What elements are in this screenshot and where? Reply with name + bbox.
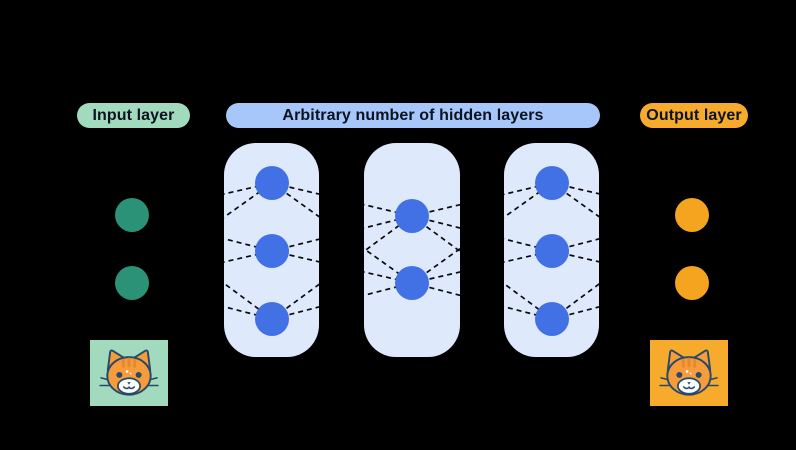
cat-face-icon: [99, 349, 159, 396]
hidden-node: [395, 199, 429, 233]
output-node: [675, 266, 709, 300]
connection-line: [411, 182, 553, 217]
connection-line: [224, 214, 273, 252]
hidden-node: [535, 302, 569, 336]
hidden-layer-block: [364, 143, 460, 357]
hidden-node: [395, 266, 429, 300]
output-layer-label: Output layer: [640, 103, 748, 128]
connection-line: [551, 182, 599, 284]
output-node: [675, 198, 709, 232]
hidden-node: [255, 302, 289, 336]
connection-line: [224, 182, 273, 216]
connection-line: [224, 214, 273, 320]
connection-line: [271, 182, 413, 284]
connection-line: [411, 215, 553, 320]
hidden-node: [255, 166, 289, 200]
connection-line: [224, 282, 273, 320]
connection-line: [271, 250, 413, 284]
connection-line: [551, 214, 599, 320]
connection-line: [411, 250, 553, 284]
output-cat-image: [650, 340, 728, 406]
input-cat-image: [90, 340, 168, 406]
cat-face-icon: [659, 349, 719, 396]
connection-line: [271, 182, 413, 217]
hidden-node: [255, 234, 289, 268]
connection-line: [411, 182, 553, 284]
input-node: [115, 266, 149, 300]
hidden-layers-label: Arbitrary number of hidden layers: [226, 103, 600, 128]
connection-line: [271, 215, 413, 320]
hidden-node: [535, 166, 569, 200]
input-layer-label: Input layer: [77, 103, 190, 128]
hidden-node: [535, 234, 569, 268]
input-node: [115, 198, 149, 232]
connection-line: [224, 250, 273, 284]
